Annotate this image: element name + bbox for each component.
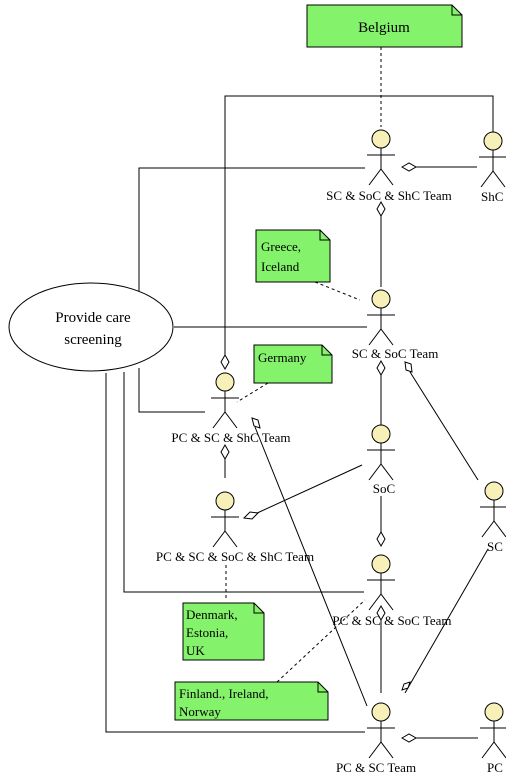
actor-icon [366,289,396,346]
actor-icon [210,491,240,548]
actor-sc-soc-shc-team[interactable]: SC & SoC & ShC Team [326,129,452,203]
connector-usecase-to-sc-soc-shc [138,167,365,300]
actor-soc-label: SoC [373,481,395,496]
actor-pc-label: PC [487,760,503,775]
anchor-greece-iceland [314,281,361,301]
diamond-icon [400,162,418,172]
diamond-icon [401,681,411,691]
actor-icon [366,702,396,759]
note-finland-line1: Finland., Ireland, [179,686,269,701]
note-denmark-line2: Estonia, [186,625,228,640]
actor-pc-sc-soc-shc-team[interactable]: PC & SC & SoC & ShC Team [156,491,314,564]
actor-icon [479,702,506,759]
diamond-icon [251,417,261,429]
actor-shc-label: ShC [481,189,503,204]
diamond-icon [376,359,386,377]
connector-soc-to-pc-sc-soc-shc [254,464,363,515]
note-anchor-lines [225,47,382,683]
actor-icon [479,481,506,538]
diamond-icon [242,511,260,520]
diamond-icon [376,604,386,622]
actor-pc-sc-soc-team[interactable]: PC & SC & SoC Team [332,554,452,628]
connector-sc-to-pc-sc [404,548,489,694]
connector-usecase-to-pc-sc [105,373,365,733]
actor-icon [366,424,396,481]
diamond-icon [220,443,230,461]
connector-pc-sc-shc-to-pc-sc [254,426,368,707]
actor-icon [366,554,396,611]
note-denmark-line1: Denmark, [186,607,238,622]
actor-sc-label: SC [487,539,503,554]
actor-pc-sc-shc-team-label: PC & SC & ShC Team [171,430,290,445]
actor-pc-sc-team[interactable]: PC & SC Team [336,702,416,775]
use-case-label-line1: Provide care [55,310,131,326]
actor-icon [366,129,396,186]
actor-sc-soc-team-label: SC & SoC Team [352,346,439,361]
note-belgium[interactable]: Belgium [306,4,463,48]
note-belgium-line1: Belgium [358,20,410,36]
note-finland-ireland-norway[interactable]: Finland., Ireland, Norway [174,681,329,721]
actor-soc[interactable]: SoC [366,424,396,496]
use-case-provide-care-screening[interactable]: Provide care screening [8,282,174,372]
actor-pc-sc-team-label: PC & SC Team [336,760,416,775]
actor-sc[interactable]: SC [479,481,506,554]
note-finland-line2: Norway [179,704,221,719]
diamond-icon [220,353,230,371]
actor-pc-sc-shc-team[interactable]: PC & SC & ShC Team [171,372,291,445]
actor-icon [478,131,506,188]
note-denmark-line3: UK [186,643,205,658]
note-greece-iceland[interactable]: Greece, Iceland [255,229,331,283]
actor-pc-sc-soc-team-label: PC & SC & SoC Team [332,613,451,628]
note-greece-line1: Greece, [261,239,301,254]
connector-sc-soc-to-sc [409,371,479,481]
note-denmark-estonia-uk[interactable]: Denmark, Estonia, UK [182,602,265,661]
note-germany[interactable]: Germany [253,344,333,384]
use-case-label-line2: screening [64,332,122,348]
connector-germany-actor-to-shc [224,95,494,357]
aggregation-diamonds [220,162,418,743]
note-germany-line1: Germany [258,350,307,365]
association-lines [105,95,494,739]
actor-sc-soc-shc-team-label: SC & SoC & ShC Team [326,188,452,203]
note-greece-line2: Iceland [261,259,300,274]
diamond-icon [376,200,386,218]
anchor-finland [276,599,366,683]
diamond-icon [400,733,418,743]
actor-pc-sc-soc-shc-team-label: PC & SC & SoC & ShC Team [156,549,314,564]
actor-pc[interactable]: PC [479,702,506,775]
diamond-icon [376,530,386,548]
connector-usecase-to-pc-sc-soc [123,372,364,593]
actor-sc-soc-team[interactable]: SC & SoC Team [352,289,439,361]
connector-usecase-to-pc-sc-shc [138,368,205,413]
actor-icon [210,372,240,429]
diamond-icon [404,361,413,373]
anchor-germany [236,382,269,403]
actor-shc[interactable]: ShC [478,131,506,204]
